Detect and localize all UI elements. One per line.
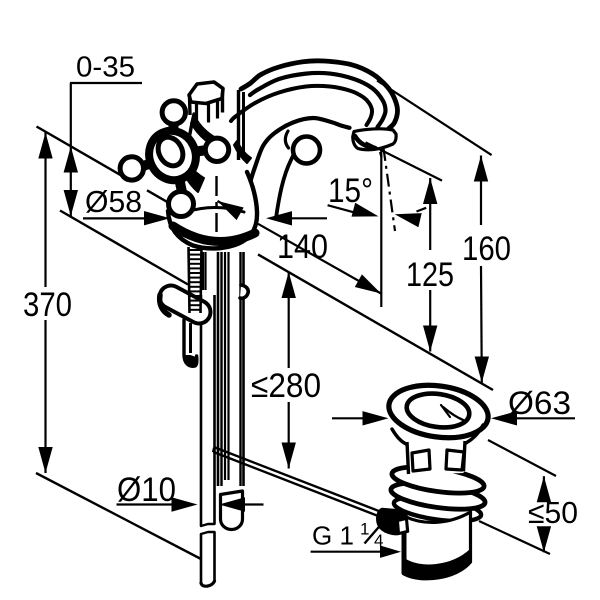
svg-text:Ø10: Ø10: [117, 471, 176, 509]
svg-text:1: 1: [360, 520, 369, 539]
svg-text:15°: 15°: [328, 172, 373, 210]
svg-text:≤280: ≤280: [251, 367, 321, 405]
svg-text:125: 125: [406, 256, 454, 294]
svg-text:Ø63: Ø63: [508, 385, 571, 421]
svg-text:4: 4: [374, 531, 383, 550]
svg-text:370: 370: [23, 286, 72, 324]
svg-text:≤50: ≤50: [528, 495, 578, 530]
svg-text:G 1: G 1: [312, 521, 354, 551]
svg-text:140: 140: [277, 228, 328, 266]
svg-text:Ø58: Ø58: [85, 184, 142, 219]
svg-text:0-35: 0-35: [76, 52, 135, 84]
svg-text:160: 160: [462, 230, 511, 268]
